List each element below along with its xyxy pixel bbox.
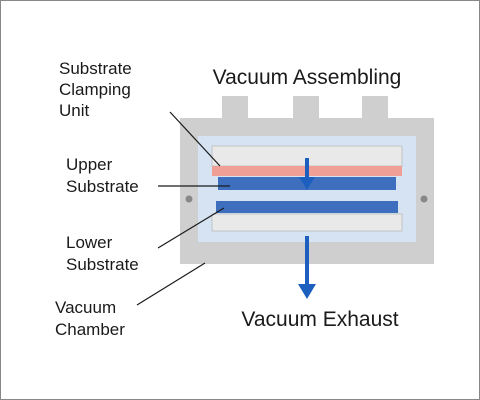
clamping-label-line1: Substrate xyxy=(59,59,132,78)
diagram-title: Vacuum Assembling xyxy=(213,66,402,89)
upper-label-line1: Upper xyxy=(66,155,113,174)
leader-line-lower-substrate xyxy=(157,207,225,249)
lower-label-line1: Lower xyxy=(66,233,113,252)
bolt-icon-right xyxy=(420,195,428,203)
top-bolt-block-left xyxy=(222,96,248,118)
chamber-wall-left xyxy=(180,136,198,242)
label-substrate-clamping-unit: Substrate Clamping Unit xyxy=(59,59,137,120)
exhaust-arrow-head-icon xyxy=(298,284,316,299)
leader-line-clamping-unit xyxy=(169,111,221,167)
chamber-lid xyxy=(180,118,434,136)
upper-label-line2: Substrate xyxy=(66,177,139,196)
clamping-label-line2: Clamping xyxy=(59,80,131,99)
label-vacuum-chamber: Vacuum Chamber xyxy=(55,298,125,339)
label-upper-substrate: Upper Substrate xyxy=(66,155,139,196)
vacuum-exhaust-label: Vacuum Exhaust xyxy=(241,308,398,331)
leader-line-vacuum-chamber xyxy=(136,262,206,306)
assembling-arrow-head-icon xyxy=(299,177,315,190)
top-bolt-block-middle xyxy=(293,96,319,118)
lower-clamp-plate xyxy=(211,213,403,232)
lower-substrate xyxy=(216,201,398,213)
chamber-label-line2: Chamber xyxy=(55,320,125,339)
bolt-icon-left xyxy=(185,195,193,203)
lower-label-line2: Substrate xyxy=(66,255,139,274)
chamber-wall-right xyxy=(416,136,434,242)
chamber-label-line1: Vacuum xyxy=(55,298,116,317)
label-lower-substrate: Lower Substrate xyxy=(66,233,139,274)
clamping-label-line3: Unit xyxy=(59,101,90,120)
top-bolt-block-right xyxy=(362,96,388,118)
